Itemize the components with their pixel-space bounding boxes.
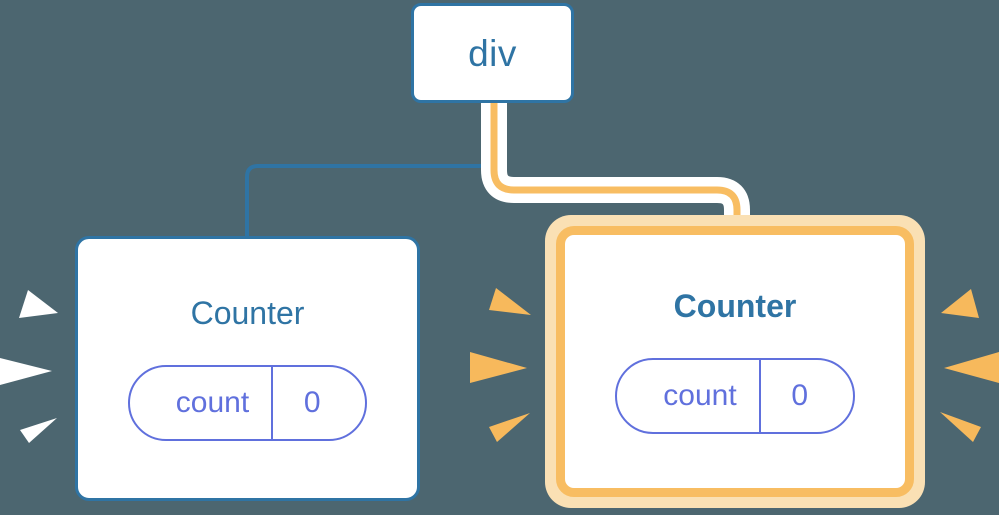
counter-right-state-pill: count 0 (615, 357, 855, 434)
spark-orange-right-middle (944, 352, 999, 383)
node-div[interactable]: div (411, 3, 574, 103)
spark-white-middle (0, 358, 52, 385)
spark-orange-left-middle (470, 352, 527, 383)
spark-orange-left-bottom (489, 413, 530, 442)
counter-right-state-value: 0 (758, 359, 853, 432)
counter-right-state-key: count (663, 378, 737, 412)
spark-group-right-card-right-orange (940, 289, 999, 442)
node-counter-left[interactable]: Counter count 0 (75, 236, 420, 501)
edge-div-to-right-counter (490, 103, 741, 232)
node-div-label: div (468, 32, 517, 74)
counter-left-title: Counter (190, 294, 305, 331)
counter-left-state-pill: count 0 (127, 364, 368, 441)
spark-orange-right-bottom (940, 412, 981, 442)
spark-orange-right-top (941, 289, 979, 318)
spark-group-left-white (0, 290, 58, 443)
spark-white-bottom (20, 418, 57, 443)
spark-orange-left-top (489, 288, 531, 315)
counter-right-inner: Counter count 0 (556, 226, 914, 497)
counter-left-state-key: count (175, 385, 250, 419)
counter-left-state-value: 0 (271, 366, 365, 439)
spark-group-right-card-left-orange (470, 288, 531, 442)
counter-right-title: Counter (673, 287, 797, 324)
spark-white-top (19, 290, 58, 318)
node-counter-right[interactable]: Counter count 0 (545, 215, 925, 508)
